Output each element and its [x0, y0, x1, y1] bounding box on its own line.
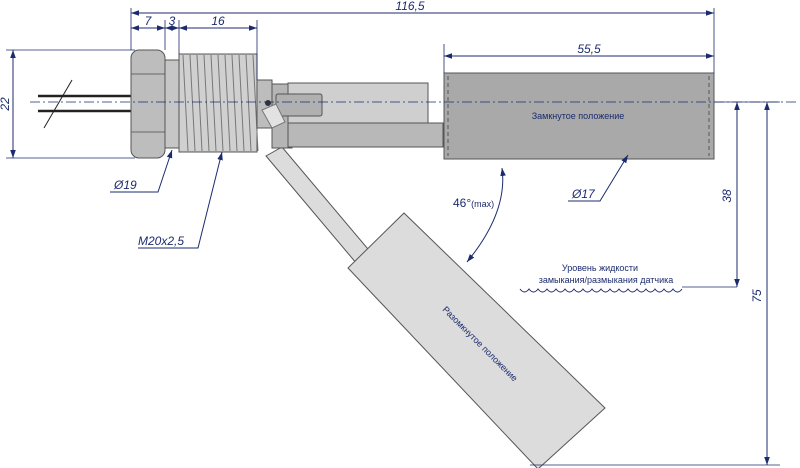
leader-lines [110, 149, 629, 263]
dim-angle: 46°(max) [453, 196, 494, 210]
dim-gap-length: 3 [169, 14, 176, 28]
thread-section [164, 53, 259, 153]
dim-float-diameter: Ø17 [571, 187, 596, 201]
thread-ridge [224, 54, 231, 152]
float-arm-open [265, 146, 374, 265]
level-label-line2: замыкания/размыкания датчика [539, 275, 674, 285]
thread-ridge [252, 54, 259, 152]
sensor-head [256, 79, 444, 149]
dim-angle-note: (max) [471, 199, 494, 209]
dim-thread-length: 16 [211, 14, 225, 28]
dim-angle-value: 46° [453, 196, 471, 210]
dim-total-drop: 75 [750, 289, 764, 303]
float-closed-body [443, 72, 715, 160]
dimension-lines [10, 10, 770, 465]
thread-ridge [217, 54, 224, 152]
thread-ridge [196, 54, 203, 152]
thread-ridge [245, 54, 252, 152]
thread-ridge [182, 54, 189, 152]
dim-nut-length: 7 [145, 14, 153, 28]
thread-ridge [203, 54, 210, 152]
float-open-body [347, 212, 606, 468]
liquid-level: Уровень жидкости замыкания/размыкания да… [519, 263, 737, 293]
dim-thread-spec: M20x2,5 [138, 234, 184, 248]
level-label-line1: Уровень жидкости [562, 263, 638, 273]
thread-ridge [238, 54, 245, 152]
float-closed-assembly: Замкнутое положение [443, 72, 715, 160]
cable-wires [38, 79, 131, 129]
dim-nut-diameter: Ø19 [113, 178, 137, 192]
hex-nut [130, 49, 166, 159]
dim-nut-height: 22 [0, 97, 12, 112]
dimension-texts: 116,5 7 3 16 55,5 22 Ø19 M20x2,5 Ø17 38 … [0, 0, 764, 303]
float-open-assembly: Разомкнутое положение [265, 146, 606, 468]
dim-level-offset: 38 [720, 189, 734, 203]
thread-ridge [210, 54, 217, 152]
closed-position-label: Замкнутое положение [532, 111, 625, 121]
thread-ridge [231, 54, 238, 152]
dim-float-length: 55,5 [577, 42, 601, 56]
dim-overall-length: 116,5 [395, 0, 424, 13]
thread-ridge [189, 54, 196, 152]
